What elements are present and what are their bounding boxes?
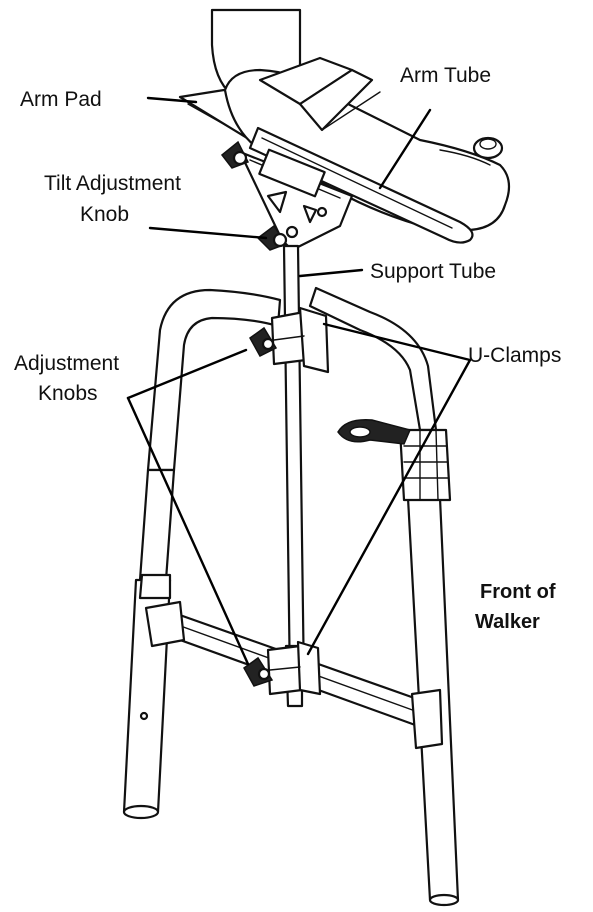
upper-adjustment-knob <box>249 326 278 357</box>
support-tube-leader <box>298 268 364 278</box>
arm-tube-leader <box>378 108 432 190</box>
tilt-knob-leader <box>148 226 268 240</box>
tilt-adjustment-knob <box>256 224 288 251</box>
arm-pad-leader <box>146 96 198 104</box>
lower-u-clamp <box>266 640 322 696</box>
adjustment-knobs-label-line1: Adjustment <box>14 352 119 375</box>
support-tube-label: Support Tube <box>370 260 496 283</box>
u-clamps-label: U-Clamps <box>468 344 561 367</box>
release-trigger <box>337 419 412 445</box>
arm-pad-label: Arm Pad <box>20 88 102 111</box>
u-clamp-leader-lower <box>306 358 472 656</box>
tilt-adjustment-label-line1: Tilt Adjustment <box>44 172 181 195</box>
tilt-bracket <box>238 148 354 252</box>
u-clamp-leader-upper <box>322 322 472 362</box>
adjustment-knobs-label-line2: Knobs <box>38 382 98 405</box>
upper-bracket-knob <box>220 140 250 169</box>
adjust-leader-upper <box>126 348 248 400</box>
front-of-walker-label-line1: Front of <box>480 581 556 603</box>
lower-adjustment-knob <box>243 656 274 687</box>
front-of-walker-label-line2: Walker <box>475 611 540 633</box>
upper-u-clamp <box>270 306 330 374</box>
adjust-leader-lower <box>126 396 250 666</box>
leader-lines <box>126 96 472 666</box>
arm-tube-label: Arm Tube <box>400 64 491 87</box>
tilt-adjustment-label-line2: Knob <box>80 203 129 226</box>
arm-tube <box>248 126 474 244</box>
